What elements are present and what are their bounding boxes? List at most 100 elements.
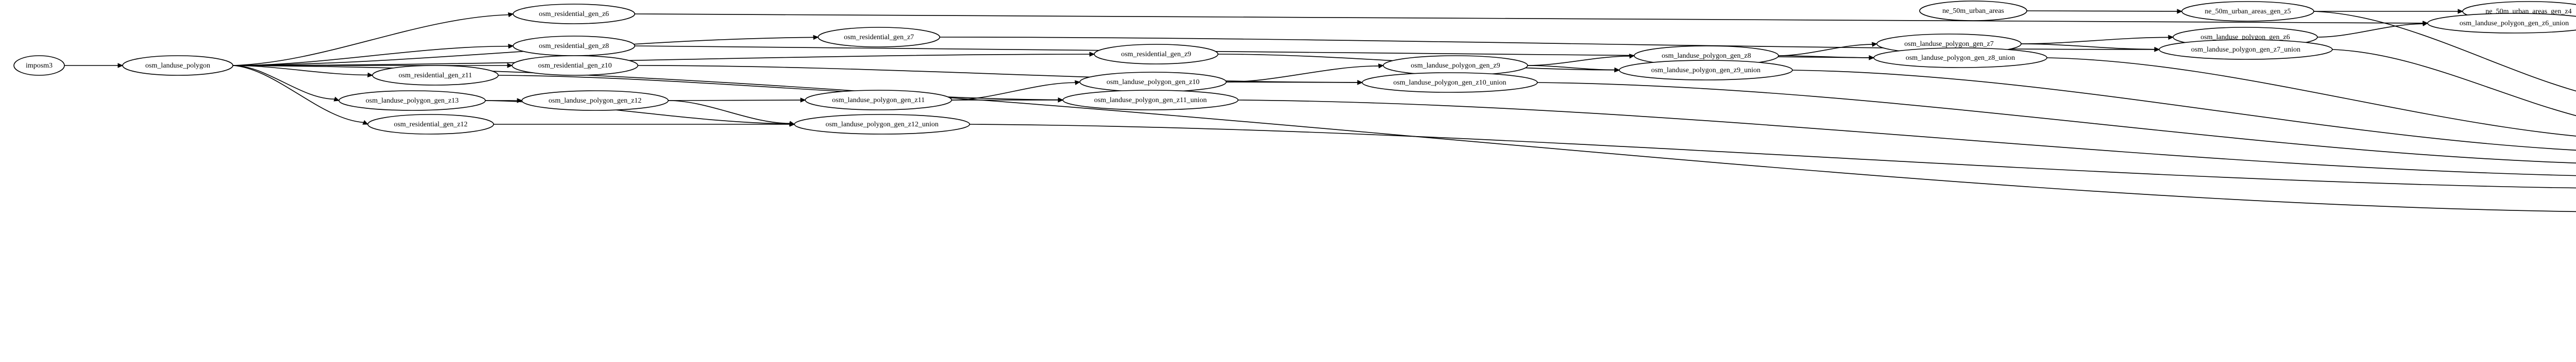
node-ellipse (2181, 1, 2314, 22)
arrowhead-icon (1357, 80, 1363, 85)
edge-osm_landuse_polygon_gen_z7-to-osm_landuse_polygon_gen_z7_union (2021, 43, 2155, 50)
edge-osm_landuse_polygon-to-osm_residential_gen_z8 (232, 45, 509, 66)
edge-osm_landuse_polygon_gen_z12_union-to-layer_landuse.z12 (969, 124, 2576, 189)
node-label: osm_landuse_polygon_gen_z11_union (1094, 96, 1207, 104)
node-ne_50m_urban_areas_gen_z5[interactable]: ne_50m_urban_areas_gen_z5 (2181, 1, 2314, 22)
edge-osm_landuse_polygon_gen_z9-to-osm_landuse_polygon_gen_z8 (1527, 56, 1630, 66)
edge-osm_landuse_polygon_gen_z9_union-to-layer_landuse.z9 (1792, 70, 2576, 151)
node-label: osm_residential_gen_z6 (539, 10, 609, 18)
node-label: ne_50m_urban_areas (1942, 7, 2004, 15)
arrowhead-icon (1378, 63, 1384, 69)
node-osm_residential_gen_z11[interactable]: osm_residential_gen_z11 (372, 65, 499, 86)
edge-osm_residential_gen_z6-to-osm_landuse_polygon_gen_z6_union (634, 13, 2424, 24)
edge-osm_landuse_polygon-to-osm_residential_gen_z6 (232, 14, 509, 66)
node-ellipse (367, 114, 494, 135)
node-label: osm_landuse_polygon_gen_z6_union (2460, 20, 2569, 27)
node-osm_landuse_polygon_gen_z8_union[interactable]: osm_landuse_polygon_gen_z8_union (1873, 47, 2047, 68)
edge-osm_residential_gen_z10-to-osm_landuse_polygon_gen_z10_union (637, 65, 1358, 83)
node-label: osm_landuse_polygon_gen_z12_union (825, 121, 938, 128)
node-label: osm_residential_gen_z8 (539, 42, 609, 50)
arrowhead-icon (333, 96, 340, 102)
arrowhead-icon (789, 121, 795, 126)
node-label: osm_landuse_polygon_gen_z7 (1904, 40, 1993, 48)
arrowhead-icon (1089, 52, 1095, 57)
arrowhead-icon (2177, 9, 2183, 14)
node-ellipse (512, 55, 638, 76)
node-label: osm_residential_gen_z9 (1121, 51, 1191, 58)
edge-osm_landuse_polygon_gen_z11_union-to-layer_landuse.z11 (1238, 100, 2576, 176)
node-label: osm_landuse_polygon_gen_z9_union (1651, 67, 1760, 74)
node-label: osm_landuse_polygon_gen_z8 (1662, 52, 1751, 60)
node-ellipse (338, 90, 486, 111)
arrowhead-icon (1614, 67, 1620, 73)
arrowhead-icon (1869, 55, 1875, 60)
edge-ne_50m_urban_areas_gen_z5-to-layer_landuse.z5 (2313, 11, 2576, 92)
arrowhead-icon (813, 35, 819, 40)
node-label: imposm3 (26, 62, 53, 70)
node-osm_landuse_polygon_gen_z9_union[interactable]: osm_landuse_polygon_gen_z9_union (1619, 60, 1793, 80)
edge-osm_landuse_polygon_gen_z11-to-osm_landuse_polygon_gen_z10 (951, 82, 1076, 101)
node-osm_landuse_polygon_gen_z13[interactable]: osm_landuse_polygon_gen_z13 (338, 90, 486, 111)
node-label: osm_landuse_polygon_gen_z9 (1411, 62, 1500, 70)
node-ellipse (2159, 39, 2333, 60)
node-label: osm_landuse_polygon_gen_z7_union (2191, 46, 2300, 54)
edge-osm_landuse_polygon-to-osm_landuse_polygon_gen_z13 (232, 65, 335, 100)
node-osm_residential_gen_z7[interactable]: osm_residential_gen_z7 (818, 27, 940, 47)
node-osm_residential_gen_z6[interactable]: osm_residential_gen_z6 (513, 4, 635, 24)
edge-osm_landuse_polygon_gen_z7_union-to-layer_landuse.z7 (2332, 49, 2576, 117)
node-osm_landuse_polygon_gen_z11_union[interactable]: osm_landuse_polygon_gen_z11_union (1062, 90, 1239, 110)
node-ellipse (818, 27, 940, 47)
arrowhead-icon (507, 12, 514, 18)
node-ellipse (372, 65, 499, 86)
arrowhead-icon (508, 43, 514, 49)
node-layer: imposm3 osm_landuse_polygon osm_residentia… (13, 1, 2576, 135)
node-ellipse (521, 90, 669, 111)
node-imposm3[interactable]: imposm3 (13, 55, 65, 76)
node-osm_landuse_polygon_gen_z6_union[interactable]: osm_landuse_polygon_gen_z6_union (2427, 13, 2576, 34)
edge-osm_landuse_polygon-to-osm_residential_gen_z9 (232, 54, 1090, 66)
node-label: osm_residential_gen_z7 (844, 34, 914, 41)
node-ellipse (1919, 1, 2027, 21)
node-osm_landuse_polygon_gen_z10_union[interactable]: osm_landuse_polygon_gen_z10_union (1362, 72, 1538, 93)
node-ne_50m_urban_areas[interactable]: ne_50m_urban_areas (1919, 1, 2027, 21)
node-label: osm_landuse_polygon_gen_z6 (2200, 34, 2290, 41)
arrowhead-icon (362, 120, 369, 125)
node-osm_residential_gen_z8[interactable]: osm_residential_gen_z8 (513, 36, 635, 56)
node-osm_residential_gen_z12[interactable]: osm_residential_gen_z12 (367, 114, 494, 135)
node-osm_landuse_polygon_gen_z10[interactable]: osm_landuse_polygon_gen_z10 (1079, 72, 1227, 92)
node-ellipse (1362, 72, 1538, 93)
edge-layer (64, 9, 2576, 212)
edge-osm_landuse_polygon_gen_z12-to-osm_landuse_polygon_gen_z12_union (668, 100, 790, 124)
arrowhead-icon (2168, 35, 2174, 40)
node-osm_landuse_polygon_gen_z7_union[interactable]: osm_landuse_polygon_gen_z7_union (2159, 39, 2333, 60)
node-ellipse (13, 55, 65, 76)
edge-osm_landuse_polygon_gen_z12-to-osm_landuse_polygon_gen_z11 (668, 100, 801, 101)
node-label: osm_landuse_polygon_gen_z11 (832, 96, 925, 104)
node-osm_residential_gen_z10[interactable]: osm_residential_gen_z10 (512, 55, 638, 76)
edge-osm_landuse_polygon-to-layer_landuse.z14+ (232, 65, 2576, 212)
arrowhead-icon (800, 97, 806, 103)
node-label: osm_landuse_polygon_gen_z10_union (1393, 79, 1506, 87)
arrowhead-icon (117, 63, 124, 68)
edge-osm_landuse_polygon-to-osm_residential_gen_z12 (232, 65, 364, 123)
edge-osm_landuse_polygon_gen_z8_union-to-layer_landuse.z8 (2046, 57, 2576, 137)
node-osm_landuse_polygon_gen_z12_union[interactable]: osm_landuse_polygon_gen_z12_union (794, 114, 970, 135)
edge-osm_landuse_polygon_gen_z10-to-osm_landuse_polygon_gen_z9 (1226, 65, 1379, 83)
node-osm_landuse_polygon_gen_z12[interactable]: osm_landuse_polygon_gen_z12 (521, 90, 669, 111)
edge-osm_landuse_polygon_gen_z10_union-to-layer_landuse.z10 (1537, 82, 2576, 164)
node-ellipse (1619, 60, 1793, 80)
node-osm_landuse_polygon_gen_z9[interactable]: osm_landuse_polygon_gen_z9 (1383, 55, 1528, 76)
arrowhead-icon (2422, 21, 2429, 26)
node-osm_residential_gen_z9[interactable]: osm_residential_gen_z9 (1094, 44, 1218, 64)
node-ellipse (805, 90, 952, 110)
node-label: osm_landuse_polygon_gen_z8_union (1906, 54, 2015, 62)
arrowhead-icon (2154, 47, 2160, 52)
node-label: osm_landuse_polygon_gen_z13 (366, 97, 459, 105)
node-osm_landuse_polygon_gen_z11[interactable]: osm_landuse_polygon_gen_z11 (805, 90, 952, 110)
node-osm_landuse_polygon[interactable]: osm_landuse_polygon (122, 55, 233, 76)
node-label: osm_landuse_polygon (145, 62, 210, 70)
node-label: osm_residential_gen_z10 (538, 62, 612, 70)
arrowhead-icon (1058, 97, 1064, 103)
edge-osm_landuse_polygon_gen_z6-to-osm_landuse_polygon_gen_z6_union (2317, 23, 2424, 38)
